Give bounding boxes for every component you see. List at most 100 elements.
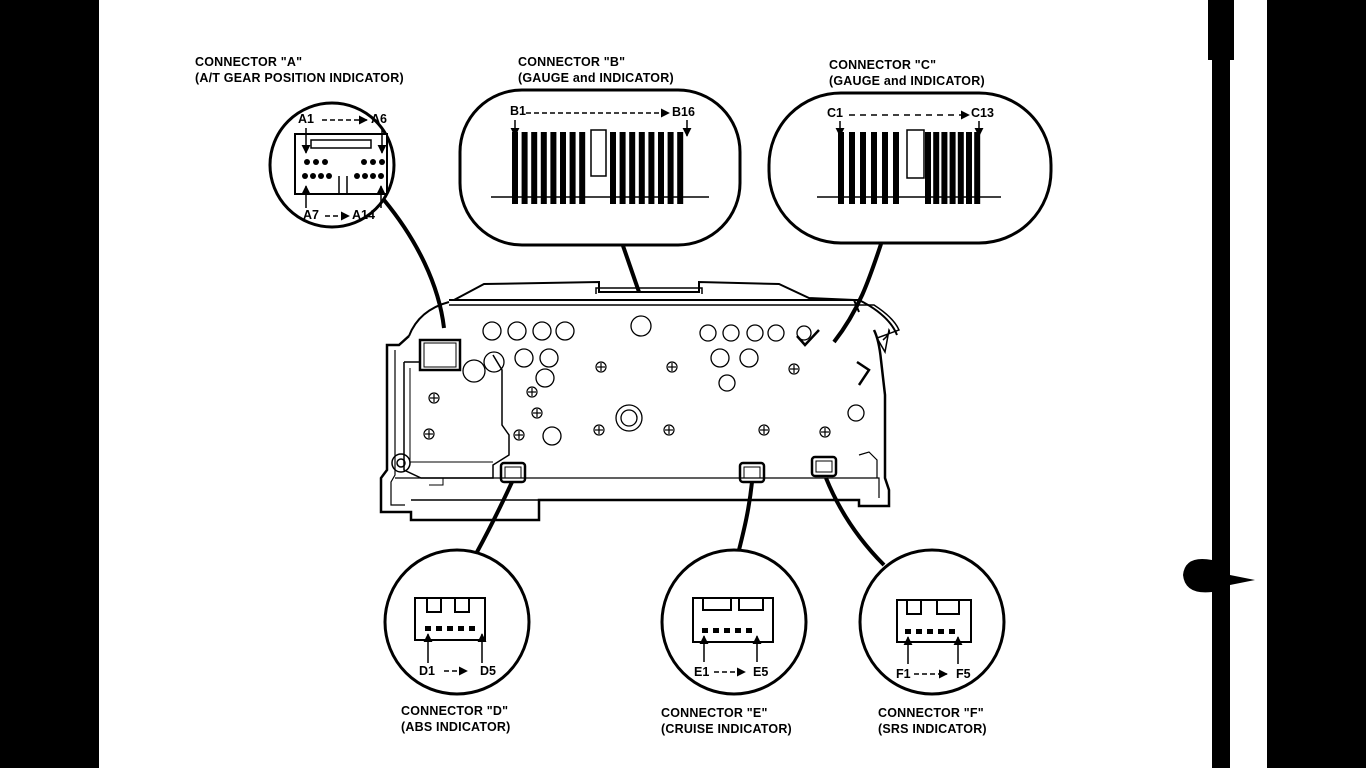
- connector-b-terminals: [512, 132, 684, 204]
- gauge-hole: [796, 325, 812, 341]
- pin-f1: F1: [896, 667, 911, 681]
- binding-strip: [1183, 0, 1255, 768]
- gauge-hole: [507, 321, 527, 341]
- terminal-b6: [560, 132, 566, 204]
- connector-d-callout: [383, 481, 531, 696]
- terminal-c4: [871, 132, 877, 204]
- gauge-hole: [630, 315, 652, 337]
- screw: [513, 429, 525, 441]
- cluster-gauge-holes: [462, 315, 865, 446]
- pin-c1: C1: [827, 106, 843, 120]
- connector-f-desc: (SRS INDICATOR): [878, 722, 987, 736]
- screw: [788, 363, 800, 375]
- pin-e5: E5: [753, 665, 769, 679]
- terminal-c6: [893, 132, 899, 204]
- terminal-b5: [550, 132, 557, 204]
- pin-f5: F5: [956, 667, 971, 681]
- terminal-c12: [966, 132, 972, 204]
- terminal-c5: [882, 132, 888, 204]
- gauge-hole: [535, 368, 555, 388]
- terminal-b15: [667, 132, 674, 204]
- terminal-b2: [521, 132, 528, 204]
- connector-e-callout: [660, 481, 808, 696]
- gauge-hole: [615, 404, 643, 432]
- terminal-c11: [957, 132, 964, 204]
- terminal-c2: [849, 132, 855, 204]
- terminal-b12: [638, 132, 645, 204]
- screw: [666, 361, 678, 373]
- terminal-c9: [941, 132, 948, 204]
- pin-b1: B1: [510, 104, 526, 118]
- gauge-hole: [847, 404, 865, 422]
- gauge-hole-inner: [620, 409, 638, 427]
- connector-b-label: CONNECTOR "B" (GAUGE and INDICATOR): [518, 54, 674, 86]
- screw: [423, 428, 435, 440]
- connector-c-desc: (GAUGE and INDICATOR): [829, 74, 985, 88]
- connector-f-callout: [824, 477, 1006, 696]
- terminal-c1: [838, 132, 844, 204]
- screw: [819, 426, 831, 438]
- connector-d-label: CONNECTOR "D" (ABS INDICATOR): [401, 703, 510, 735]
- connector-e-title: CONNECTOR "E": [661, 706, 768, 720]
- gauge-hole: [542, 426, 562, 446]
- gauge-hole: [699, 324, 717, 342]
- connector-b-title: CONNECTOR "B": [518, 55, 626, 69]
- gauge-hole: [722, 324, 740, 342]
- gauge-hole: [514, 348, 534, 368]
- terminal-c3: [860, 132, 866, 204]
- terminal-b3: [531, 132, 538, 204]
- connector-e-desc: (CRUISE INDICATOR): [661, 722, 792, 736]
- gauge-hole: [482, 321, 502, 341]
- screw: [526, 386, 538, 398]
- screw: [428, 392, 440, 404]
- connector-c-callout: [767, 91, 1053, 344]
- screw: [758, 424, 770, 436]
- pin-a6: A6: [371, 112, 387, 126]
- screw: [531, 407, 543, 419]
- pin-a1: A1: [298, 112, 314, 126]
- connector-f-label: CONNECTOR "F" (SRS INDICATOR): [878, 705, 987, 737]
- terminal-b4: [540, 132, 547, 204]
- screw: [593, 424, 605, 436]
- terminal-b13: [648, 132, 655, 204]
- screw: [663, 424, 675, 436]
- terminal-b9: [610, 132, 616, 204]
- instrument-cluster-diagram: [268, 88, 1053, 696]
- gauge-hole: [767, 324, 785, 342]
- terminal-b8: [579, 132, 586, 204]
- pin-d1: D1: [419, 664, 435, 678]
- connector-a-label: CONNECTOR "A" (A/T GEAR POSITION INDICAT…: [195, 54, 404, 86]
- connector-b-desc: (GAUGE and INDICATOR): [518, 71, 674, 85]
- connector-c-terminals: [838, 132, 981, 204]
- terminal-c8: [933, 132, 940, 204]
- terminal-b1: [512, 132, 518, 204]
- diagram-page: CONNECTOR "A" (A/T GEAR POSITION INDICAT…: [99, 0, 1267, 768]
- terminal-b14: [658, 132, 664, 204]
- pin-a7: A7: [303, 208, 319, 222]
- terminal-b7: [569, 132, 576, 204]
- pin-b16: B16: [672, 105, 695, 119]
- gauge-hole: [555, 321, 575, 341]
- gauge-hole: [483, 351, 505, 373]
- connector-c-title: CONNECTOR "C": [829, 58, 937, 72]
- gauge-hole: [532, 321, 552, 341]
- connector-a-callout: [268, 101, 446, 329]
- cluster-screws: [423, 361, 831, 441]
- gauge-hole: [710, 348, 730, 368]
- terminal-b16: [677, 132, 684, 204]
- gauge-hole: [739, 348, 759, 368]
- connector-f-title: CONNECTOR "F": [878, 706, 984, 720]
- terminal-c13: [974, 132, 981, 204]
- terminal-b10: [619, 132, 626, 204]
- connector-e-label: CONNECTOR "E" (CRUISE INDICATOR): [661, 705, 792, 737]
- connector-a-desc: (A/T GEAR POSITION INDICATOR): [195, 71, 404, 85]
- connector-c-label: CONNECTOR "C" (GAUGE and INDICATOR): [829, 57, 985, 89]
- connector-a-title: CONNECTOR "A": [195, 55, 303, 69]
- connector-d-desc: (ABS INDICATOR): [401, 720, 511, 734]
- gauge-hole: [746, 324, 764, 342]
- pin-c13: C13: [971, 106, 994, 120]
- connector-b-callout: [458, 88, 742, 293]
- binding-edge: [1267, 0, 1366, 768]
- pin-d5: D5: [480, 664, 496, 678]
- connector-d-title: CONNECTOR "D": [401, 704, 509, 718]
